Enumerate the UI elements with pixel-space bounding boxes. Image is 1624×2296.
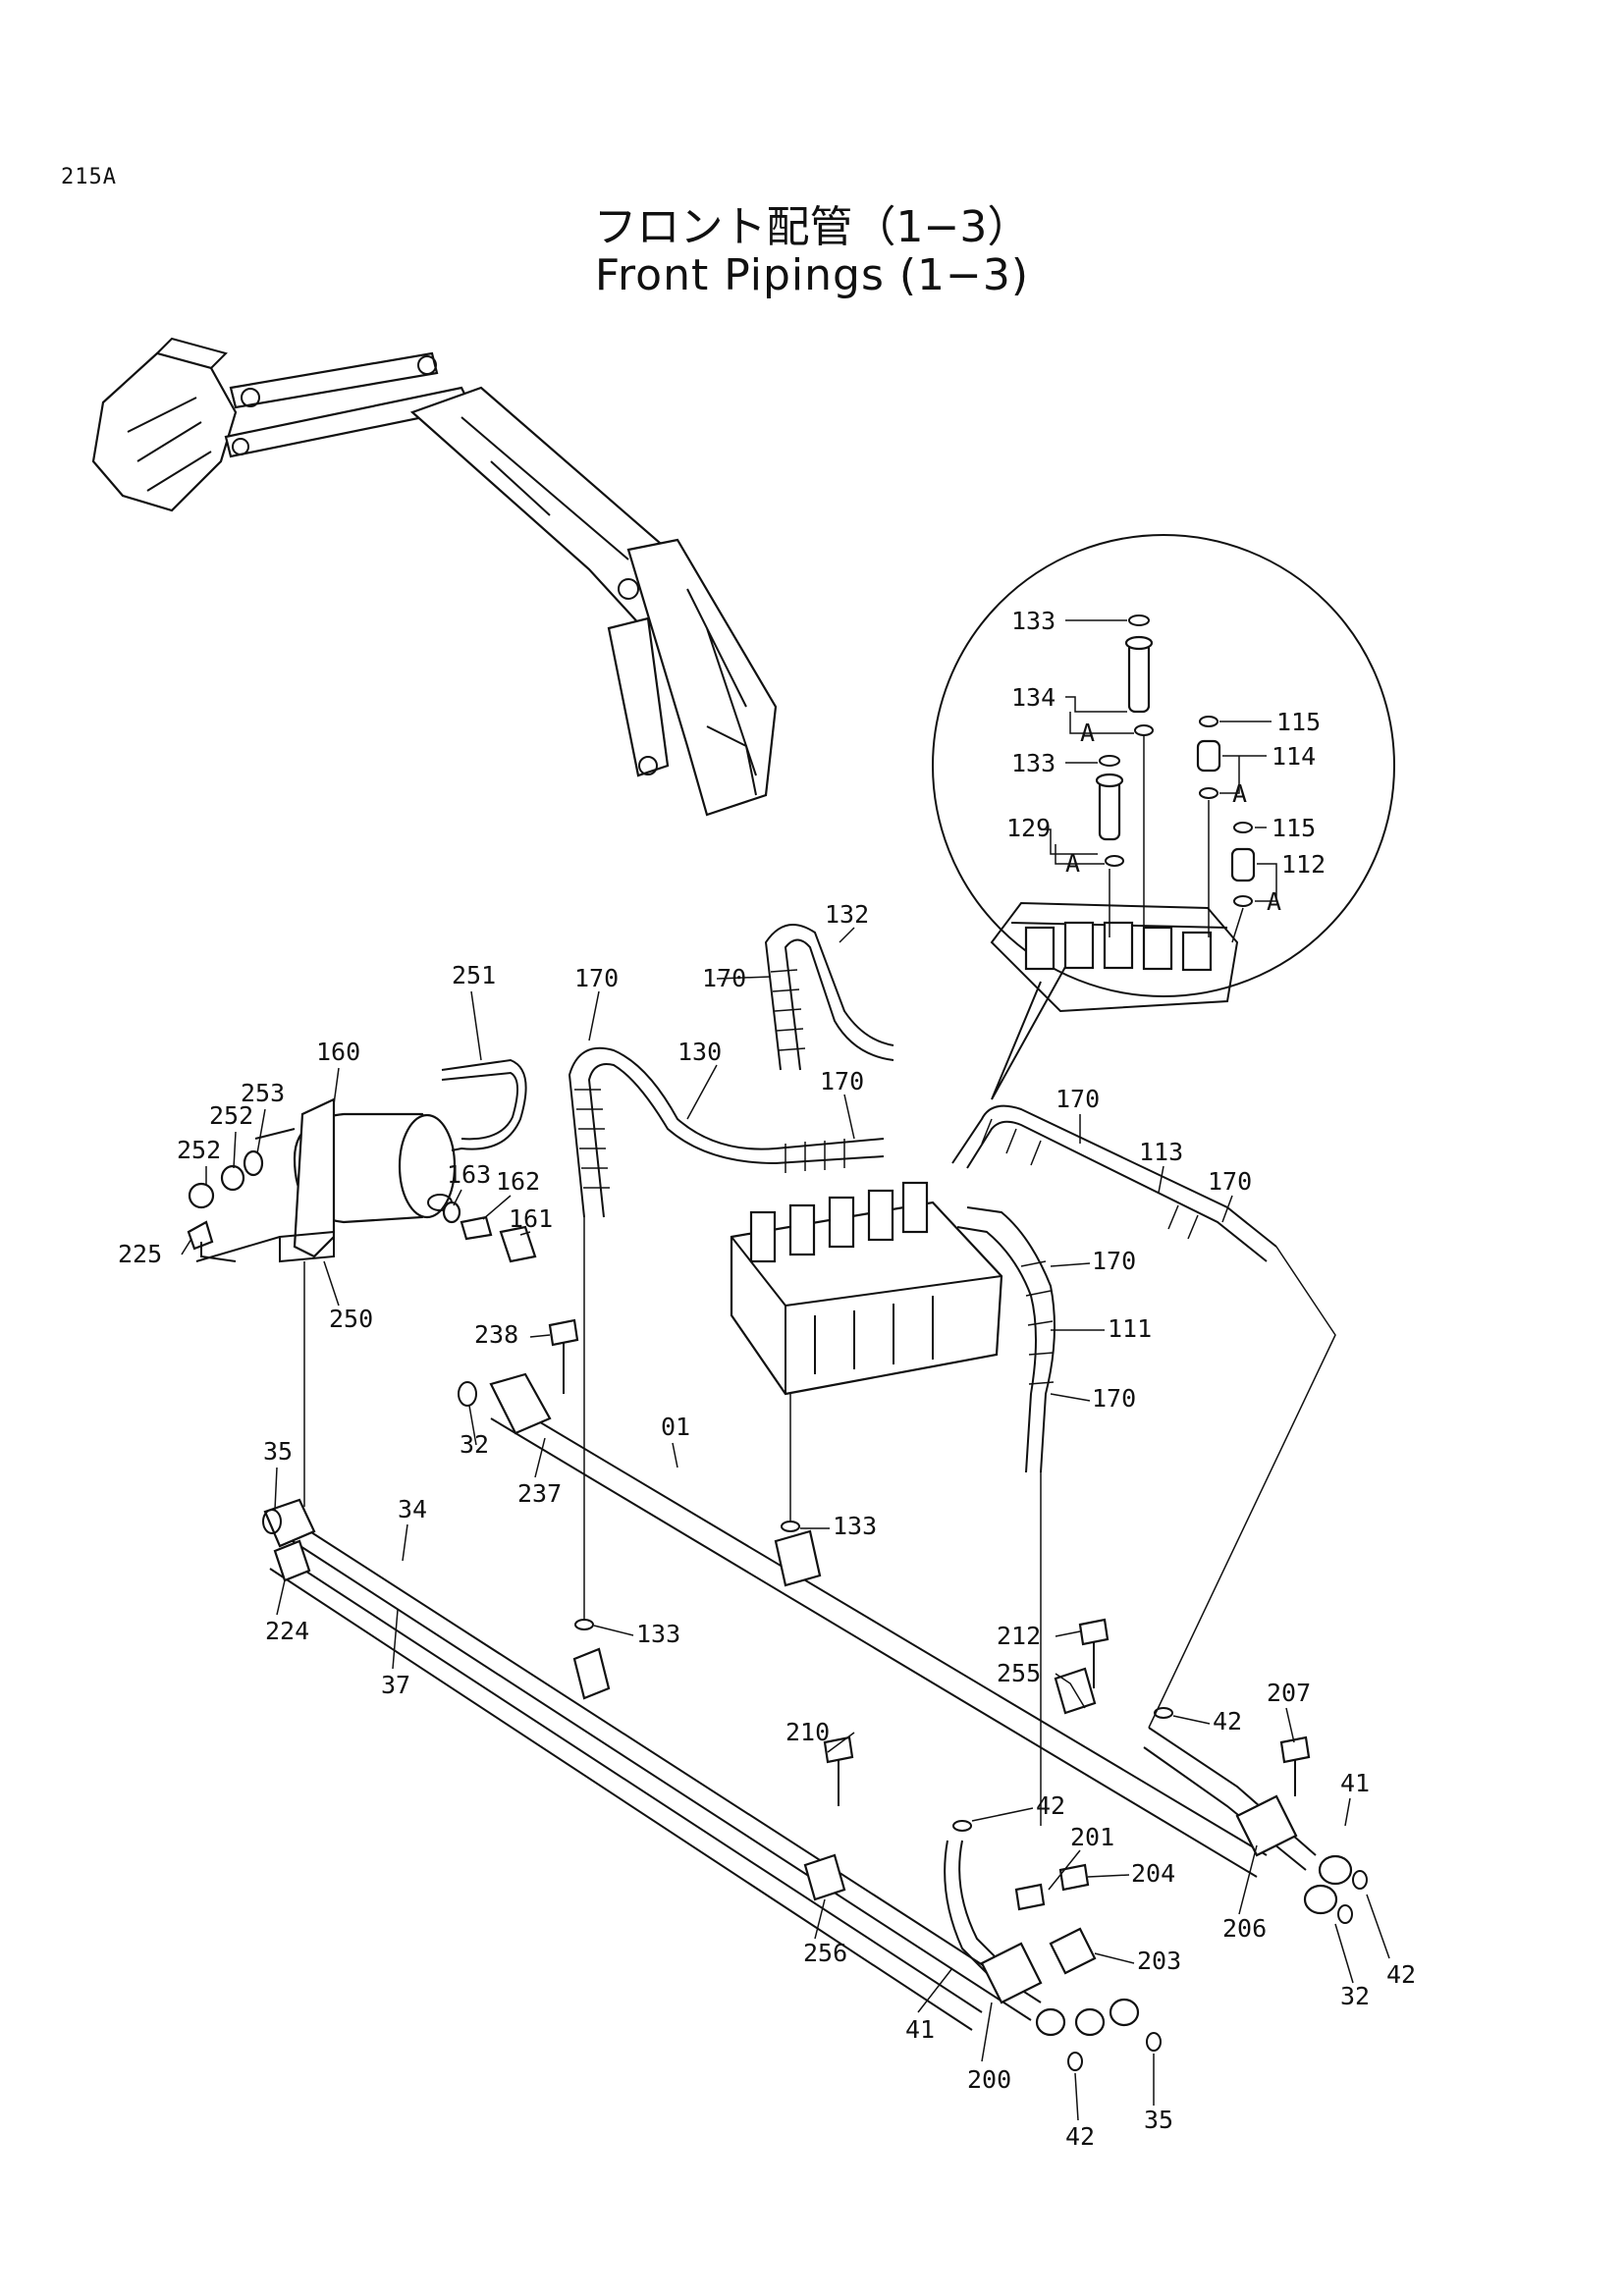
callout-112-a: A xyxy=(1267,887,1281,916)
callout-252-lower: 252 xyxy=(177,1136,221,1164)
detail-circle xyxy=(932,534,1395,1100)
callout-162: 162 xyxy=(496,1167,540,1196)
callout-170-right-low: 170 xyxy=(1092,1384,1136,1413)
callout-163: 163 xyxy=(447,1160,491,1189)
callout-170-right-mid: 170 xyxy=(1092,1247,1136,1275)
callout-170-left: 170 xyxy=(574,964,619,992)
callout-35-bottom: 35 xyxy=(1144,2106,1173,2134)
callout-133-detail-top: 133 xyxy=(1011,607,1056,635)
callout-115-top: 115 xyxy=(1276,708,1321,736)
excavator-front-illustration xyxy=(91,337,778,817)
callout-207: 207 xyxy=(1267,1679,1311,1707)
callout-210: 210 xyxy=(785,1718,830,1746)
callout-01: 01 xyxy=(661,1413,690,1441)
callout-255: 255 xyxy=(997,1659,1041,1687)
callout-200: 200 xyxy=(967,2065,1011,2094)
callout-253: 253 xyxy=(241,1079,285,1107)
callout-132: 132 xyxy=(825,900,869,929)
callout-252-upper: 252 xyxy=(209,1101,253,1130)
callout-160: 160 xyxy=(316,1038,360,1066)
callout-170-far-right: 170 xyxy=(1208,1167,1252,1196)
callout-112: 112 xyxy=(1281,850,1326,879)
callout-129-a: A xyxy=(1065,849,1080,878)
callout-42-right-top: 42 xyxy=(1213,1707,1242,1735)
callout-32-right: 32 xyxy=(1340,1982,1370,2010)
callout-256: 256 xyxy=(803,1939,847,1967)
callout-212: 212 xyxy=(997,1622,1041,1650)
callout-labels: 133 134 A 133 129 A 115 114 A 115 112 A … xyxy=(118,607,1416,2151)
callout-114: 114 xyxy=(1272,742,1316,771)
callout-115-bottom: 115 xyxy=(1272,814,1316,842)
callout-133-detail-mid: 133 xyxy=(1011,749,1056,777)
callout-170-right-top: 170 xyxy=(1056,1085,1100,1113)
callout-42-far-right: 42 xyxy=(1386,1960,1416,1989)
callout-237: 237 xyxy=(517,1479,562,1508)
callout-133-block: 133 xyxy=(833,1512,877,1540)
callout-34: 34 xyxy=(398,1495,427,1523)
callout-129: 129 xyxy=(1006,814,1051,842)
callout-224: 224 xyxy=(265,1617,309,1645)
callout-201: 201 xyxy=(1070,1823,1114,1851)
callout-42-center: 42 xyxy=(1036,1791,1065,1820)
callout-133-pipe: 133 xyxy=(636,1620,680,1648)
callout-35-left: 35 xyxy=(263,1437,293,1466)
callout-37: 37 xyxy=(381,1671,410,1699)
callout-leaders xyxy=(181,927,1390,2121)
page-title-english: Front Pipings (1−3) xyxy=(594,250,1030,300)
page-code: 215A xyxy=(61,165,117,189)
callout-238: 238 xyxy=(474,1320,518,1349)
callout-170-center: 170 xyxy=(820,1067,864,1095)
callout-41-right: 41 xyxy=(1340,1769,1370,1797)
callout-130: 130 xyxy=(677,1038,722,1066)
callout-41-bottom: 41 xyxy=(905,2015,935,2044)
callout-203: 203 xyxy=(1137,1947,1181,1975)
callout-134: 134 xyxy=(1011,683,1056,712)
callout-134-a: A xyxy=(1080,719,1095,747)
callout-113: 113 xyxy=(1139,1138,1183,1166)
callout-204: 204 xyxy=(1131,1859,1175,1888)
callout-114-a: A xyxy=(1232,779,1247,808)
page-title-japanese: フロント配管（1−3） xyxy=(593,202,1031,252)
callout-225: 225 xyxy=(118,1240,162,1268)
callout-250: 250 xyxy=(329,1305,373,1333)
callout-206: 206 xyxy=(1222,1914,1267,1943)
callout-111: 111 xyxy=(1108,1314,1152,1343)
callout-251: 251 xyxy=(452,961,496,989)
callout-161: 161 xyxy=(509,1204,553,1233)
callout-42-bottom: 42 xyxy=(1065,2122,1095,2151)
piping-assembly xyxy=(187,924,1368,2071)
